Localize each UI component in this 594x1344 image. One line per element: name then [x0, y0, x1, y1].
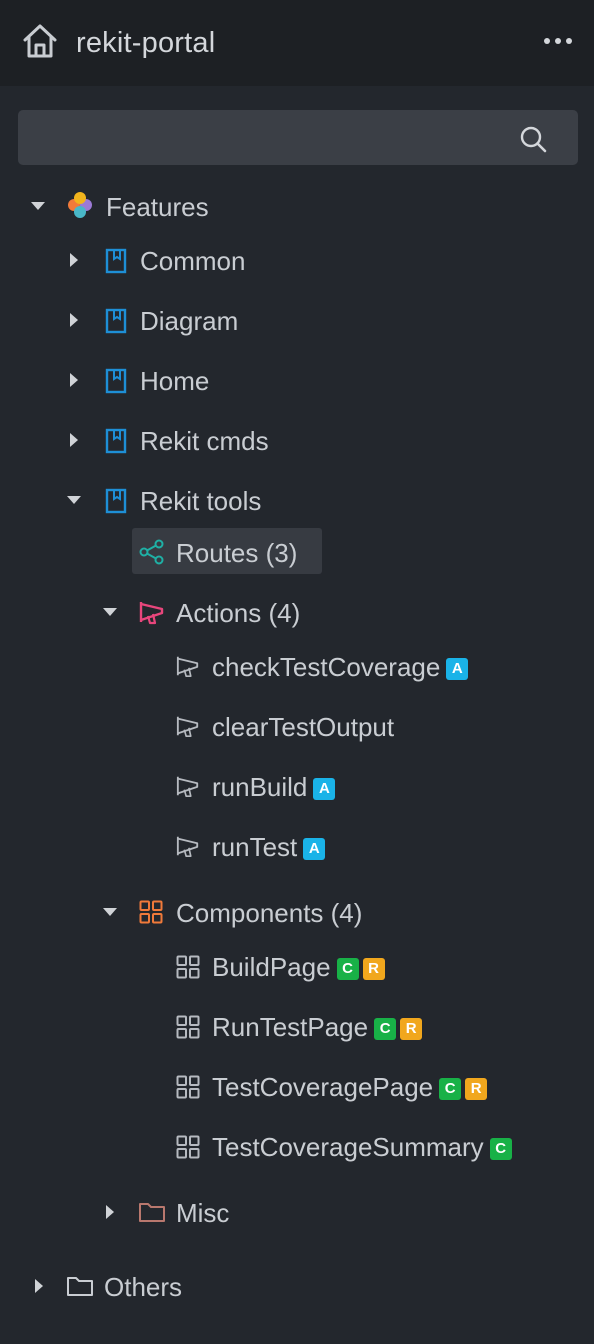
caret-down-icon[interactable] — [66, 492, 82, 508]
grid-icon — [176, 1075, 200, 1099]
caret-right-icon[interactable] — [31, 1278, 47, 1294]
caret-down-icon[interactable] — [30, 198, 46, 214]
app-title: rekit-portal — [76, 27, 216, 59]
book-icon — [105, 248, 127, 274]
tree-label-rekit-tools: Rekit tools — [140, 486, 262, 516]
component-label: TestCoveragePage — [212, 1072, 434, 1102]
badge-r: R — [362, 958, 385, 981]
badge-c: C — [439, 1078, 462, 1101]
badge-c: C — [336, 958, 359, 981]
tree-label-actions: Actions (4) — [176, 598, 301, 628]
book-icon — [105, 428, 127, 454]
book-icon — [105, 368, 127, 394]
tree-label-home: Home — [140, 366, 210, 396]
component-label: RunTestPage — [212, 1012, 369, 1042]
tree-label-features: Features — [106, 192, 209, 222]
badge-a: A — [303, 838, 326, 861]
caret-right-icon[interactable] — [66, 372, 82, 388]
caret-right-icon[interactable] — [66, 432, 82, 448]
app-header: rekit-portal — [0, 0, 594, 86]
action-label: checkTestCoverage — [212, 652, 441, 682]
action-label: runBuild — [212, 772, 308, 802]
tree-label-routes: Routes (3) — [176, 538, 298, 568]
badge-r: R — [400, 1018, 423, 1041]
folder-icon — [67, 1277, 93, 1296]
tree-label-diagram: Diagram — [140, 306, 239, 336]
megaphone-icon — [176, 716, 199, 737]
search-input[interactable] — [18, 110, 550, 165]
caret-right-icon[interactable] — [102, 1204, 118, 1220]
badge-c: C — [374, 1018, 397, 1041]
tree-label-rekit-cmds: Rekit cmds — [140, 426, 269, 456]
component-label: BuildPage — [212, 952, 331, 982]
grid-icon — [176, 1135, 200, 1159]
features-icon — [68, 192, 92, 218]
caret-down-icon[interactable] — [102, 904, 118, 920]
megaphone-icon — [139, 602, 164, 625]
grid-icon — [139, 900, 163, 924]
action-label: clearTestOutput — [212, 712, 395, 742]
badge-r: R — [465, 1078, 488, 1101]
megaphone-icon — [176, 776, 199, 797]
tree-label-misc: Misc — [176, 1198, 230, 1228]
tree-label-others: Others — [104, 1272, 183, 1302]
folder-icon — [139, 1203, 165, 1222]
search-icon[interactable] — [519, 125, 547, 153]
tree-label-common: Common — [140, 246, 246, 276]
megaphone-icon — [176, 836, 199, 857]
caret-down-icon[interactable] — [102, 604, 118, 620]
caret-right-icon[interactable] — [66, 312, 82, 328]
book-icon — [105, 488, 127, 514]
search-box — [18, 110, 578, 165]
grid-icon — [176, 1015, 200, 1039]
badge-a: A — [313, 778, 336, 801]
megaphone-icon — [176, 656, 199, 677]
badge-a: A — [446, 658, 469, 681]
action-label: runTest — [212, 832, 298, 862]
caret-right-icon[interactable] — [66, 252, 82, 268]
grid-icon — [176, 955, 200, 979]
badge-c: C — [489, 1138, 512, 1161]
tree-node-routes[interactable] — [132, 528, 322, 574]
tree-label-components: Components (4) — [176, 898, 363, 928]
share-icon — [139, 539, 164, 565]
home-icon[interactable] — [21, 22, 59, 60]
more-icon[interactable] — [543, 36, 573, 46]
component-label: TestCoverageSummary — [212, 1132, 484, 1162]
book-icon — [105, 308, 127, 334]
